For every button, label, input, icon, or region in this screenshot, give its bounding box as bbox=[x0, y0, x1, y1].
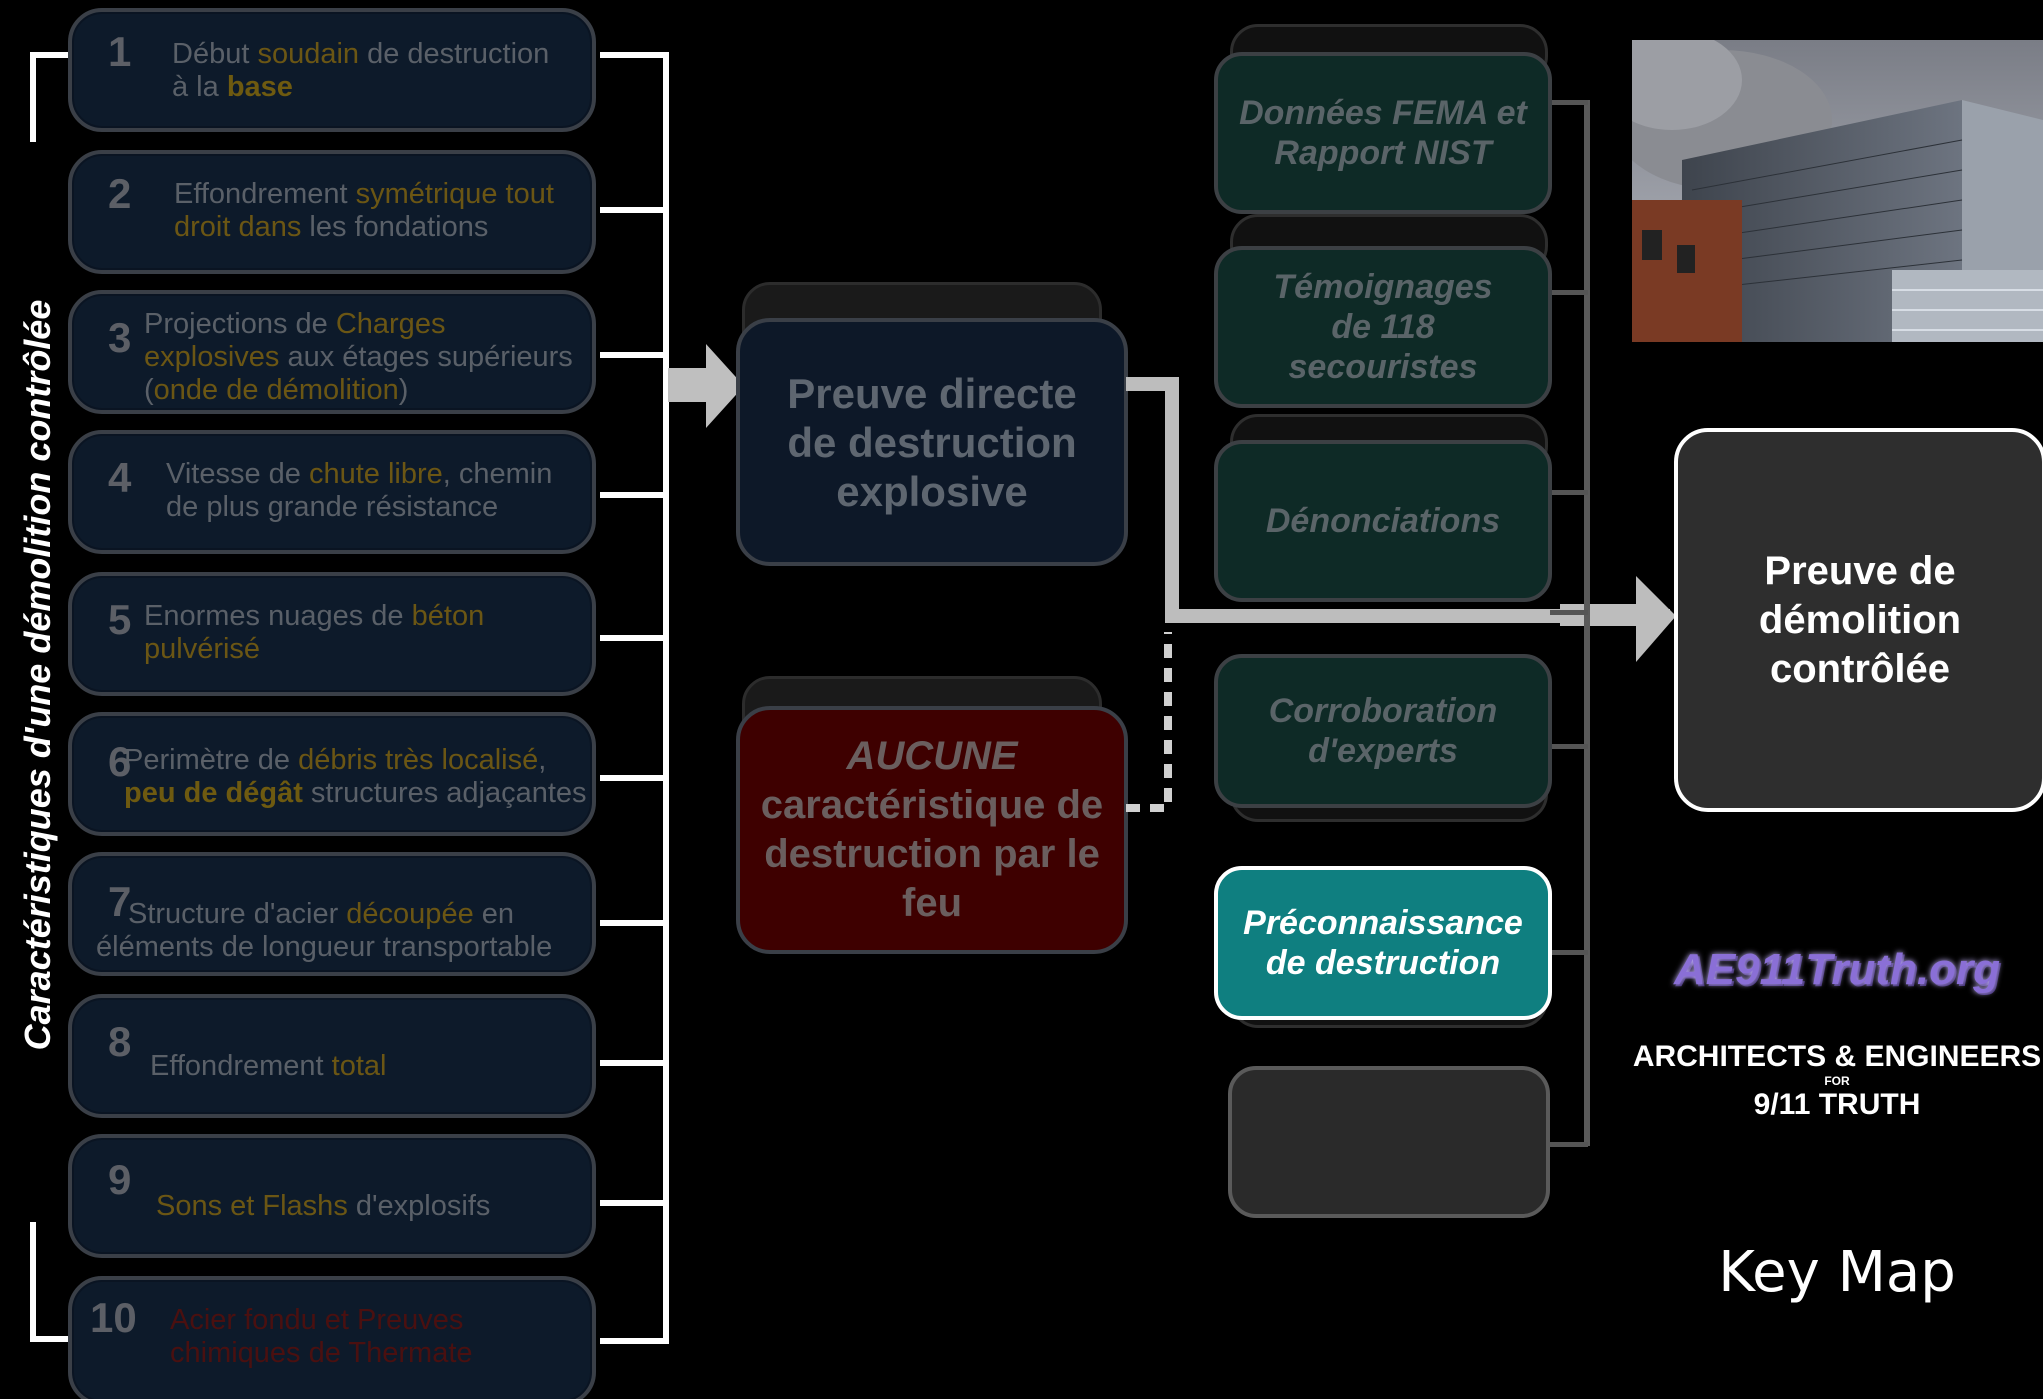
evidence-box-empty bbox=[1228, 1066, 1550, 1218]
bracket-tick-9 bbox=[600, 1200, 668, 1206]
characteristic-number: 4 bbox=[108, 454, 132, 501]
bracket-tick-1 bbox=[600, 52, 668, 58]
arrow-to-direct-proof bbox=[668, 344, 744, 428]
bracket-tick-3 bbox=[600, 352, 668, 358]
bracket-tick-4 bbox=[600, 492, 668, 498]
bracket-tick-8 bbox=[600, 1060, 668, 1066]
characteristic-text: Sons et Flashs d'explosifs bbox=[156, 1190, 491, 1222]
direct-proof-box: Preuve directe de destruction explosive bbox=[736, 318, 1128, 566]
evidence-box-foreknowledge: Préconnaissance de destruction bbox=[1214, 866, 1552, 1020]
bracket-tick-6 bbox=[600, 775, 668, 781]
characteristic-text: Vitesse de chute libre, chemin de plus g… bbox=[166, 458, 553, 523]
bracket-tick-10 bbox=[600, 1338, 668, 1344]
bracket-tick-5 bbox=[600, 635, 668, 641]
characteristic-number: 8 bbox=[108, 1018, 132, 1065]
brand-line-1: ARCHITECTS & ENGINEERS bbox=[1632, 1040, 2042, 1073]
key-map-label: Key Map bbox=[1718, 1240, 1956, 1305]
no-fire-box: AUCUNE caractéristique de destruction pa… bbox=[736, 706, 1128, 954]
characteristic-box-7: 7 Structure d'acier découpée en éléments… bbox=[68, 852, 596, 976]
direct-proof-text: Preuve directe de destruction explosive bbox=[787, 369, 1077, 515]
characteristic-box-6: 6 Perimètre de débris très localisé, peu… bbox=[68, 712, 596, 836]
right-bracket-line bbox=[663, 52, 669, 1344]
characteristic-text: Perimètre de débris très localisé, peu d… bbox=[124, 744, 587, 809]
evidence-tick bbox=[1550, 610, 1588, 615]
building-photo bbox=[1632, 40, 2043, 342]
characteristic-box-8: 8 Effondrement total bbox=[68, 994, 596, 1118]
evidence-text: Corroboration d'experts bbox=[1268, 692, 1498, 770]
evidence-box-experts: Corroboration d'experts bbox=[1214, 654, 1552, 808]
evidence-text: Dénonciations bbox=[1265, 502, 1501, 540]
evidence-tick bbox=[1550, 290, 1588, 295]
evidence-bracket-line bbox=[1584, 100, 1590, 1146]
evidence-text: Données FEMA et Rapport NIST bbox=[1239, 94, 1527, 172]
characteristic-text: Structure d'acier découpée en éléments d… bbox=[96, 898, 553, 963]
evidence-tick bbox=[1550, 1142, 1588, 1147]
no-fire-emphasis: AUCUNE bbox=[846, 734, 1018, 778]
characteristic-box-4: 4 Vitesse de chute libre, chemin de plus… bbox=[68, 430, 596, 554]
characteristic-number: 7 bbox=[108, 878, 132, 925]
bracket-tick-2 bbox=[600, 207, 668, 213]
characteristic-number: 3 bbox=[108, 314, 132, 361]
left-bracket-top bbox=[30, 52, 36, 142]
evidence-tick bbox=[1550, 744, 1588, 749]
characteristic-box-10: 10 Acier fondu et Preuves chimiques de T… bbox=[68, 1276, 596, 1399]
characteristic-number: 10 bbox=[90, 1294, 137, 1341]
evidence-tick bbox=[1550, 950, 1588, 955]
characteristic-box-5: 5 Enormes nuages de béton pulvérisé bbox=[68, 572, 596, 696]
characteristic-text: Effondrement symétrique tout droit dans … bbox=[174, 178, 554, 243]
characteristic-text: Début soudain de destruction à la base bbox=[172, 38, 550, 103]
evidence-tick bbox=[1550, 100, 1588, 105]
characteristic-text: Acier fondu et Preuves chimiques de Ther… bbox=[170, 1304, 473, 1369]
evidence-tick bbox=[1550, 490, 1588, 495]
characteristic-box-1: 1 Début soudain de destruction à la base bbox=[68, 8, 596, 132]
characteristic-box-3: 3 Projections de Charges explosives aux … bbox=[68, 290, 596, 414]
no-fire-text: AUCUNE caractéristique de destruction pa… bbox=[760, 734, 1104, 925]
arrow-to-conclusion bbox=[1560, 576, 1676, 662]
dashed-connector-no-fire bbox=[1126, 632, 1172, 812]
evidence-text: Témoignages de 118 secouristes bbox=[1273, 268, 1493, 386]
brand-site-logo: AE911Truth.org bbox=[1674, 945, 2000, 994]
characteristic-box-2: 2 Effondrement symétrique tout droit dan… bbox=[68, 150, 596, 274]
brand-line-3: 9/11 TRUTH bbox=[1753, 1088, 1921, 1121]
characteristic-number: 5 bbox=[108, 596, 132, 643]
connector-direct-to-conclusion bbox=[1126, 377, 1670, 623]
characteristic-box-9: 9 Sons et Flashs d'explosifs bbox=[68, 1134, 596, 1258]
evidence-box-testimonies: Témoignages de 118 secouristes bbox=[1214, 246, 1552, 408]
vertical-title: Caractéristiques d'une démolition contrô… bbox=[17, 299, 58, 1051]
characteristic-number: 1 bbox=[108, 28, 132, 75]
characteristic-text: Enormes nuages de béton pulvérisé bbox=[144, 600, 485, 665]
characteristic-text: Projections de Charges explosives aux ét… bbox=[144, 308, 573, 406]
evidence-box-whistleblowers: Dénonciations bbox=[1214, 440, 1552, 602]
evidence-box-fema-nist: Données FEMA et Rapport NIST bbox=[1214, 52, 1552, 214]
left-bracket-bottom bbox=[30, 1222, 36, 1342]
brand-line-2: FOR bbox=[1824, 1074, 1850, 1088]
conclusion-box: Preuve de démolition contrôlée bbox=[1674, 428, 2043, 812]
conclusion-text: Preuve de démolition contrôlée bbox=[1758, 548, 1962, 691]
left-bracket-top-cap bbox=[30, 52, 70, 58]
evidence-text: Préconnaissance de destruction bbox=[1243, 904, 1523, 982]
bracket-tick-7 bbox=[600, 920, 668, 926]
characteristic-number: 9 bbox=[108, 1156, 132, 1203]
characteristic-number: 2 bbox=[108, 170, 132, 217]
left-bracket-bottom-cap bbox=[30, 1336, 70, 1342]
characteristic-number: 6 bbox=[108, 738, 132, 785]
characteristic-text: Effondrement total bbox=[150, 1050, 387, 1082]
